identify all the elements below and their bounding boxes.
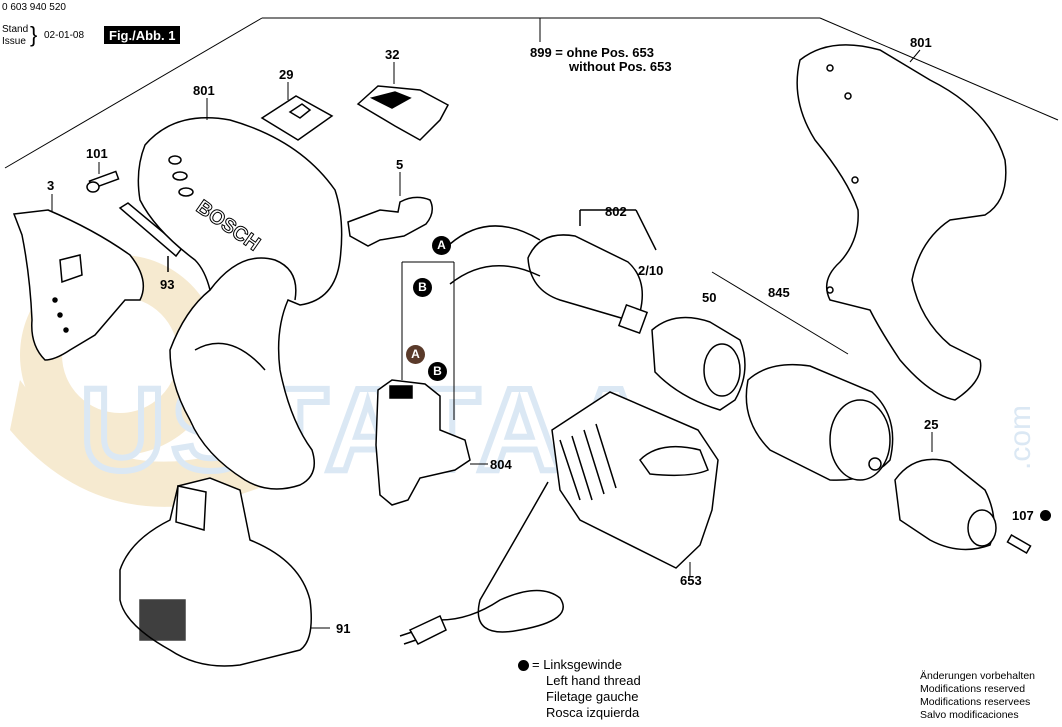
part-91-battery: [119, 477, 330, 667]
disclaimer-line-2: Modifications reserved: [920, 683, 1026, 695]
part-845-gearbox: [711, 271, 894, 481]
callout-2-10: 2/10: [638, 263, 664, 278]
part-50-ring: [651, 316, 746, 411]
part-5-lever: [347, 196, 433, 247]
callout-91: 91: [336, 621, 351, 636]
note-line-2: without Pos. 653: [569, 59, 672, 74]
part-804-switch: [375, 261, 471, 506]
part-25-chuck: [894, 432, 997, 551]
connector-a-switch: A: [406, 345, 425, 364]
callout-3: 3: [47, 178, 55, 193]
callout-50: 50: [702, 290, 717, 305]
callout-802: 802: [605, 204, 627, 219]
callout-93: 93: [160, 277, 175, 292]
callout-801-left: 801: [193, 83, 215, 98]
part-number: 0 603 940 520: [2, 2, 66, 13]
callout-25: 25: [924, 417, 939, 432]
connector-b-switch: B: [428, 362, 447, 381]
note-line-1: 899 = ohne Pos. 653: [530, 45, 654, 60]
figure-label: Fig./Abb. 1: [104, 26, 181, 44]
callout-107: 107: [1012, 508, 1034, 523]
part-101-screw: [86, 170, 120, 193]
disclaimer-line-1: Änderungen vorbehalten: [920, 670, 1036, 682]
connector-a-motor: A: [432, 236, 451, 255]
part-801-housing-left: BOSCH: [137, 117, 343, 490]
part-107-screw: [1006, 534, 1032, 554]
callout-5: 5: [396, 157, 404, 172]
header-date: 02-01-08: [44, 30, 85, 41]
legend-line-4: Rosca izquierda: [546, 705, 640, 720]
part-801-housing-right: [796, 44, 1007, 401]
callout-101: 101: [86, 146, 108, 161]
legend-line-3: Filetage gauche: [546, 689, 639, 704]
left-thread-marker-107: [1040, 510, 1051, 521]
legend-line-2: Left hand thread: [546, 673, 641, 688]
part-3-side-cover: [12, 209, 145, 361]
legend-line-1: = Linksgewinde: [532, 657, 622, 672]
callout-32: 32: [385, 47, 400, 62]
part-802-motor: [449, 209, 657, 335]
stand-label: Stand: [2, 24, 29, 35]
callout-801-right: 801: [910, 35, 932, 50]
callout-845: 845: [768, 285, 790, 300]
disclaimer-line-4: Salvo modificaciones: [920, 709, 1019, 721]
left-thread-legend-marker: [518, 660, 529, 671]
callout-804: 804: [490, 457, 512, 472]
callout-653: 653: [680, 573, 702, 588]
leader-lines: [51, 49, 921, 465]
disclaimer-line-3: Modifications reservees: [920, 696, 1031, 708]
brace-icon: }: [30, 22, 38, 47]
part-653-charger: [399, 391, 719, 645]
part-32-switch-cover: [356, 85, 450, 141]
part-29-plate: [260, 95, 334, 141]
callout-29: 29: [279, 67, 294, 82]
issue-label: Issue: [2, 36, 26, 47]
assembly-bracket: [4, 17, 1059, 169]
connector-b-motor: B: [413, 278, 432, 297]
svg-text:.com: .com: [1004, 405, 1037, 470]
